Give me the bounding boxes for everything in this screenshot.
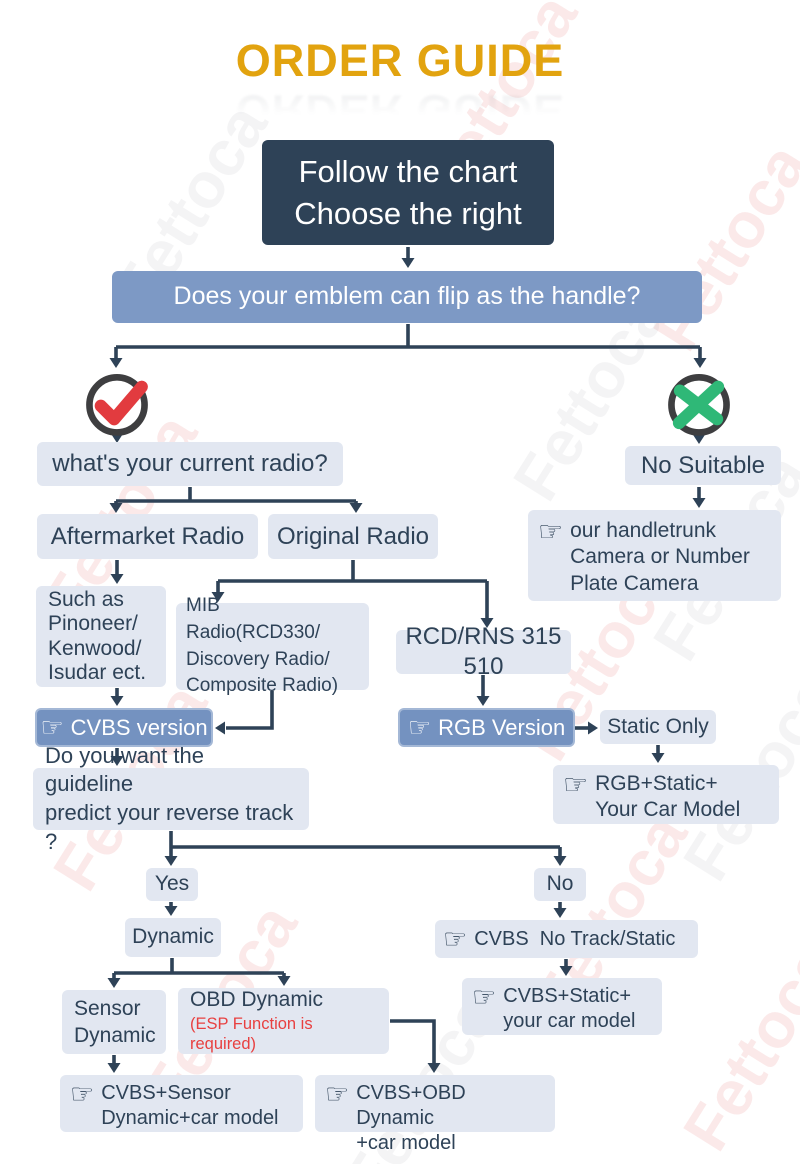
node-static-only-label: Static Only — [607, 714, 709, 738]
node-yes-label: Yes — [154, 872, 190, 896]
node-obd-note: (ESP Function is required) — [190, 1014, 318, 1054]
node-rcd-rns: RCD/RNS 315 510 — [396, 623, 571, 680]
node-start-label: Follow the chart Choose the right — [294, 153, 522, 231]
cross-icon — [668, 374, 730, 436]
title-block: ORDER GUIDE ORDER GUIDE — [0, 35, 800, 136]
node-rcd-label: RCD/RNS 315 510 — [405, 623, 569, 680]
node-current-radio-label: what's your current radio? — [52, 450, 328, 477]
node-cvbs-static-result: ☞ CVBS+Static+ your car model — [462, 978, 662, 1035]
node-cvbs-version: ☞ CVBS version — [35, 708, 213, 747]
check-icon — [86, 374, 148, 436]
node-guideline-question: Do you want the guideline predict your r… — [33, 743, 309, 854]
pointing-hand-icon: ☞ — [443, 923, 468, 955]
node-such-as: Such as Pinoneer/ Kenwood/ Isudar ect. — [36, 586, 166, 687]
node-no-label: No — [546, 872, 574, 896]
pointing-hand-icon: ☞ — [407, 712, 432, 743]
node-yes: Yes — [146, 868, 198, 901]
node-obd-dynamic-label: OBD Dynamic — [190, 988, 324, 1012]
node-static-only: Static Only — [600, 710, 716, 744]
node-sensor-dynamic: Sensor Dynamic — [62, 990, 166, 1054]
node-original-radio: Original Radio — [268, 514, 438, 559]
node-rgb-static-result: ☞ RGB+Static+ Your Car Model — [553, 765, 779, 824]
node-cvbs-obd-result: ☞ CVBS+OBD Dynamic +car model — [315, 1075, 555, 1154]
node-original-label: Original Radio — [276, 522, 430, 550]
node-emblem-question-label: Does your emblem can flip as the handle? — [173, 282, 641, 311]
node-guideline-question-label: Do you want the guideline predict your r… — [45, 742, 294, 854]
node-no-suitable-label: No Suitable — [640, 451, 766, 479]
pointing-hand-icon: ☞ — [538, 515, 564, 548]
node-sensor-dynamic-label: Sensor Dynamic — [74, 996, 156, 1047]
node-rgb-version-label: RGB Version — [438, 714, 566, 740]
node-no: No — [534, 868, 586, 901]
node-cvbs-obd-label: CVBS+OBD Dynamic +car model — [356, 1082, 466, 1154]
node-cvbs-sensor-label: CVBS+Sensor Dynamic+car model — [101, 1082, 279, 1129]
pointing-hand-icon: ☞ — [472, 982, 497, 1013]
node-cvbs-no-track-label: CVBS No Track/Static — [474, 927, 676, 950]
node-cvbs-static-label: CVBS+Static+ your car model — [503, 985, 636, 1032]
node-mib-label: MIB Radio(RCD330/ Discovery Radio/ Compo… — [186, 595, 339, 697]
node-aftermarket-radio: Aftermarket Radio — [37, 514, 258, 559]
node-emblem-question: Does your emblem can flip as the handle? — [112, 271, 702, 323]
page-title: ORDER GUIDE — [235, 35, 565, 86]
node-dynamic-label: Dynamic — [132, 925, 214, 949]
pointing-hand-icon: ☞ — [325, 1079, 350, 1110]
node-rgb-version: ☞ RGB Version — [398, 708, 575, 747]
node-handletrunk-camera: ☞ our handletrunk Camera or Number Plate… — [528, 510, 781, 601]
node-obd-dynamic: OBD Dynamic (ESP Function is required) — [178, 988, 389, 1054]
node-no-suitable: No Suitable — [625, 446, 781, 485]
node-handletrunk-label: our handletrunk Camera or Number Plate C… — [570, 519, 750, 595]
node-current-radio: what's your current radio? — [37, 442, 343, 486]
node-rgb-static-label: RGB+Static+ Your Car Model — [595, 772, 741, 822]
node-cvbs-no-track: ☞ CVBS No Track/Static — [435, 920, 698, 958]
node-cvbs-sensor-result: ☞ CVBS+Sensor Dynamic+car model — [60, 1075, 303, 1132]
node-start: Follow the chart Choose the right — [262, 140, 554, 245]
pointing-hand-icon: ☞ — [563, 768, 589, 801]
node-dynamic: Dynamic — [125, 918, 221, 957]
pointing-hand-icon: ☞ — [40, 712, 64, 743]
node-such-as-label: Such as Pinoneer/ Kenwood/ Isudar ect. — [48, 588, 147, 684]
pointing-hand-icon: ☞ — [70, 1079, 95, 1110]
node-cvbs-version-label: CVBS version — [70, 714, 208, 740]
node-aftermarket-label: Aftermarket Radio — [50, 522, 245, 550]
node-mib-radio: MIB Radio(RCD330/ Discovery Radio/ Compo… — [176, 595, 369, 696]
